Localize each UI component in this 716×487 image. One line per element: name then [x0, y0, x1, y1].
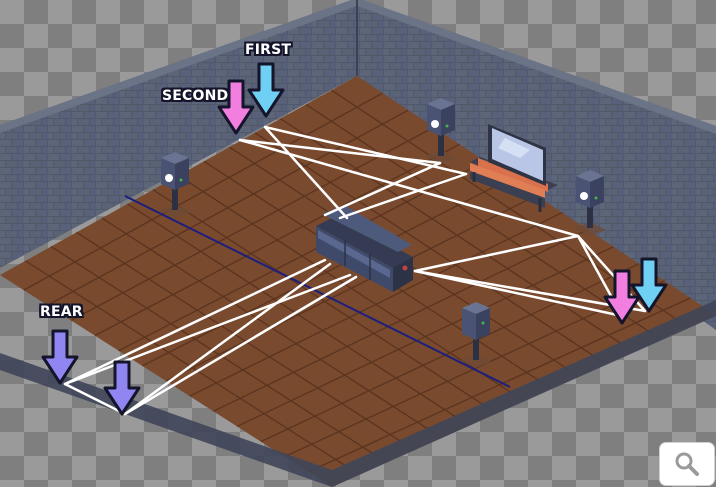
- listening-position-line: [124, 195, 511, 388]
- reflection-path: [413, 269, 647, 313]
- rear-reflection-label: REAR: [40, 304, 83, 320]
- reflection-path: [63, 258, 327, 386]
- speaker: [159, 152, 191, 218]
- reflection-path: [338, 172, 468, 220]
- reflection-path: [63, 382, 127, 416]
- reflection-path: [123, 262, 332, 416]
- reflection-path: [413, 269, 624, 318]
- reflection-path: [123, 275, 358, 416]
- front-floor-edge: [0, 300, 716, 487]
- reflection-paths: [63, 125, 647, 416]
- magnifier-icon: [675, 452, 699, 476]
- reflection-path: [323, 161, 442, 217]
- rear-reflection-arrow: [41, 329, 79, 385]
- first-reflection-arrow: [630, 257, 668, 313]
- tv: [488, 124, 546, 186]
- first-reflection-arrow: [247, 62, 285, 118]
- speaker: [425, 98, 457, 164]
- second-reflection-arrow: [603, 269, 641, 325]
- second-reflection-label: SECOND: [162, 88, 229, 104]
- zoom-button[interactable]: [660, 443, 714, 485]
- reflection-path: [63, 273, 352, 386]
- reflection-path: [413, 234, 580, 273]
- tv-stand: [470, 157, 558, 212]
- speaker: [460, 302, 492, 368]
- rear-reflection-arrow: [103, 360, 141, 416]
- speaker: [574, 170, 606, 236]
- reflection-path: [263, 125, 349, 220]
- reflection-path: [238, 138, 580, 238]
- second-reflection-arrow: [217, 79, 255, 135]
- first-reflection-label: FIRST: [245, 42, 292, 58]
